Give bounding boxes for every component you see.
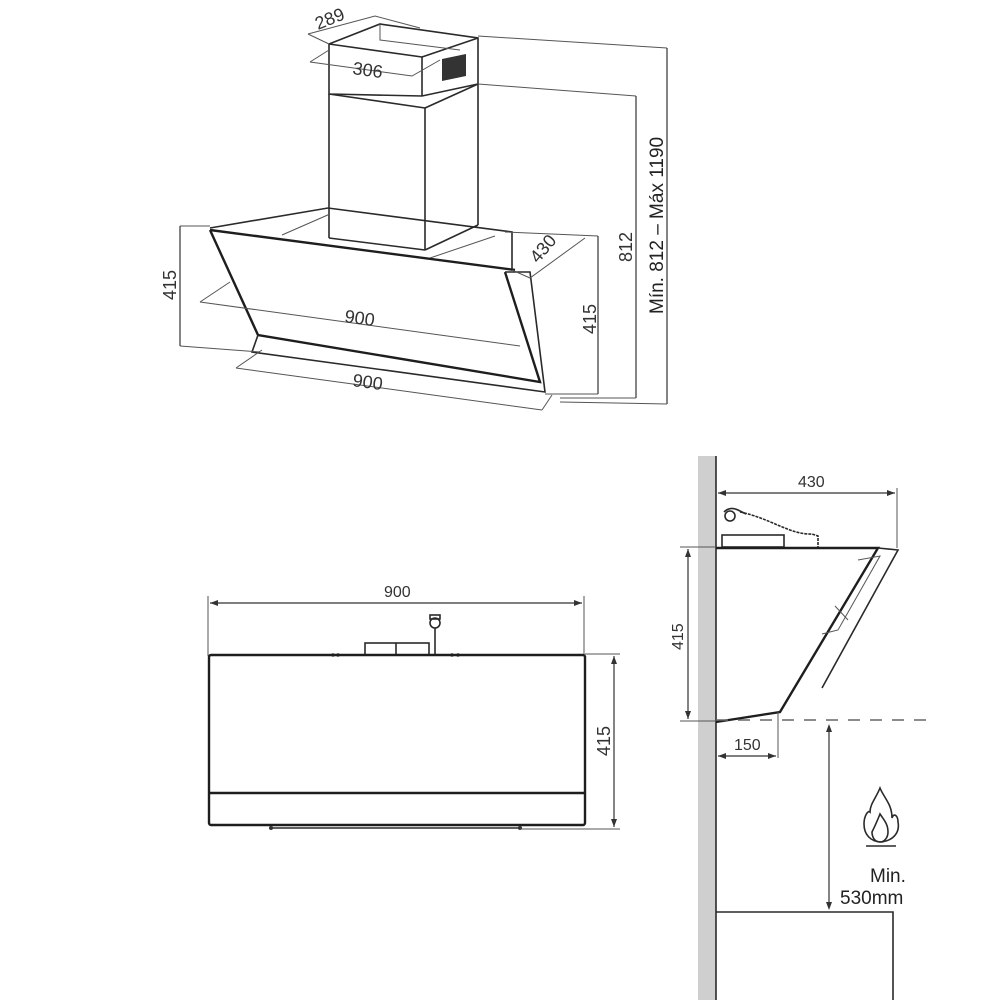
side-view: 430 415 150 xyxy=(670,456,930,1000)
label-289: 289 xyxy=(312,4,347,34)
label-side-415: 415 xyxy=(670,623,687,650)
power-plug-icon xyxy=(429,614,441,655)
hood-front-panel xyxy=(207,653,587,827)
fire-icon xyxy=(863,785,900,847)
isometric-view: 289 306 415 xyxy=(160,4,668,411)
front-view: 900 415 xyxy=(207,584,620,830)
chimney-body xyxy=(328,83,479,251)
chimney-dimension-guides: 289 306 xyxy=(307,4,441,82)
label-415-left: 415 xyxy=(160,270,180,300)
label-306: 306 xyxy=(351,58,384,82)
label-812: 812 xyxy=(616,232,636,262)
hood-base xyxy=(209,207,516,272)
label-415-right: 415 xyxy=(580,304,600,334)
label-530mm: 530mm xyxy=(840,888,903,909)
label-front-900: 900 xyxy=(384,584,411,601)
label-side-430: 430 xyxy=(798,474,825,491)
label-430: 430 xyxy=(526,231,561,267)
motor-housing xyxy=(364,642,430,656)
vent-grille-icon xyxy=(442,53,466,82)
glass-panel xyxy=(208,229,546,393)
wall xyxy=(698,456,716,1000)
label-min: Min. xyxy=(870,866,906,887)
label-900-bottom: 900 xyxy=(351,370,384,394)
iso-dimensions: 415 900 900 430 415 812 Mín. 812 – Máx 1… xyxy=(160,35,668,411)
chimney-top-cover xyxy=(328,23,479,97)
label-front-415: 415 xyxy=(594,726,614,756)
label-height-range: Mín. 812 – Máx 1190 xyxy=(647,137,668,314)
label-900-top: 900 xyxy=(343,306,376,330)
label-side-150: 150 xyxy=(734,737,761,754)
power-cable-icon xyxy=(723,507,819,548)
